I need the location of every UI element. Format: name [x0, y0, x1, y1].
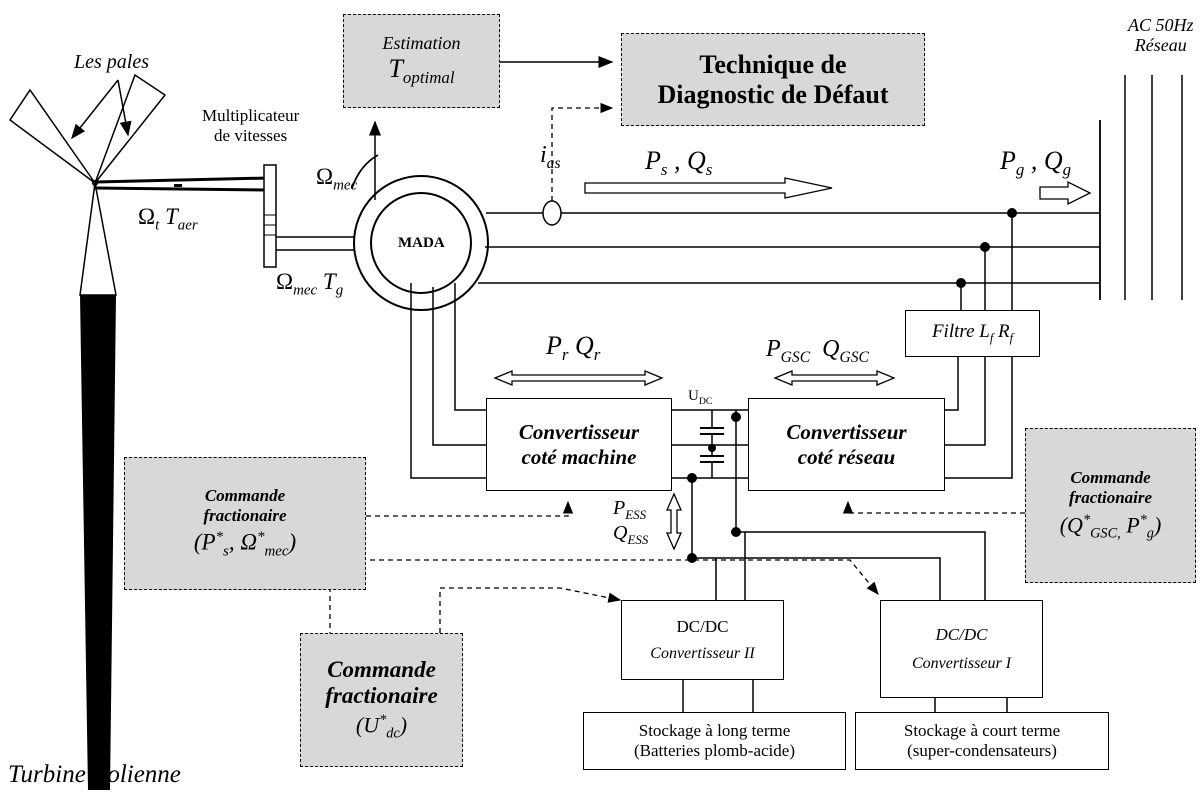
grid-side-converter: Convertisseur coté réseau [748, 398, 945, 491]
pess-qess-label: PESS QESS [613, 497, 649, 548]
pg-qg-label: Pg , Qg [1000, 146, 1072, 180]
omega-mec-top-label: Ωmec [316, 164, 358, 194]
mada-label: MADA [398, 235, 445, 251]
storage-short-term-box: Stockage à court terme (super-condensate… [855, 712, 1109, 770]
mada-generator-icon [353, 175, 489, 311]
ias-label: ias [540, 142, 561, 172]
pgsc-qgsc-label: PGSC QGSC [766, 336, 869, 366]
blades-label: Les pales [74, 51, 149, 73]
gearbox-icon [263, 164, 277, 268]
udc-label: UDC [688, 388, 713, 407]
diagnostic-box: Technique de Diagnostic de Défaut [621, 33, 925, 126]
machine-side-converter: Convertisseur coté machine [486, 398, 672, 491]
dcdc-converter-ii: DC/DC Convertisseur II [621, 600, 784, 680]
command-left-box: Commande fractionaire (P*s, Ω*mec) [124, 457, 366, 590]
ps-qs-label: Ps , Qs [645, 146, 713, 180]
turbine-icon [8, 73, 167, 790]
pr-qr-label: Pr Qr [546, 331, 601, 365]
estimation-box: Estimation Toptimal [343, 14, 500, 108]
storage-long-term-box: Stockage à long terme (Batteries plomb-a… [583, 712, 846, 770]
omega-mec-tg-label: Ωmec Tg [276, 269, 344, 299]
omega-t-taer-label: Ωt Taer [138, 204, 198, 234]
command-bottom-box: Commande fractionaire (U*dc) [300, 633, 463, 767]
dcdc-converter-i: DC/DC Convertisseur I [880, 600, 1043, 698]
command-right-box: Commande fractionaire (Q*GSC, P*g) [1025, 428, 1196, 583]
turbine-caption: Turbine Eolienne [8, 761, 181, 788]
filter-box: Filtre Lf Rf [905, 310, 1040, 357]
